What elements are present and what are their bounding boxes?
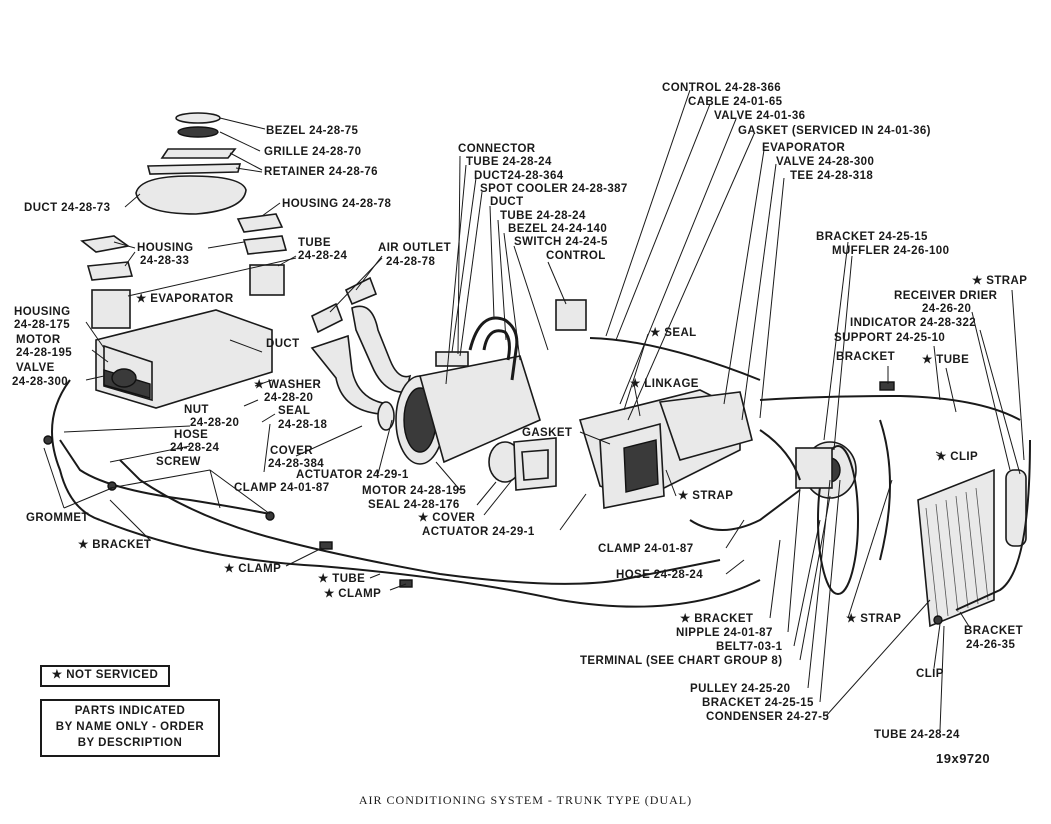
- label-clamp-left: CLAMP 24-01-87: [234, 482, 330, 494]
- label-linkage-star: ★ LINKAGE: [630, 377, 699, 390]
- label-bracket-r3: BRACKET: [964, 625, 1023, 637]
- label-seal-left-num: 24-28-18: [278, 419, 327, 431]
- part-labels: BEZEL 24-28-75 GRILLE 24-28-70 RETAINER …: [12, 82, 1027, 741]
- label-clip-star: ★ CLIP: [936, 450, 978, 463]
- label-retainer: RETAINER 24-28-76: [264, 166, 378, 178]
- label-duct-c2: DUCT: [490, 196, 524, 208]
- label-actuator-mid: ACTUATOR 24-29-1: [296, 469, 409, 481]
- figure-caption: AIR CONDITIONING SYSTEM - TRUNK TYPE (DU…: [358, 793, 693, 807]
- label-cable-top: CABLE 24-01-65: [688, 96, 783, 108]
- label-strap-star-r: ★ STRAP: [972, 274, 1027, 287]
- label-condenser: CONDENSER 24-27-5: [706, 711, 829, 723]
- label-connector: CONNECTOR: [458, 143, 536, 155]
- label-housing-left: HOUSING: [14, 306, 70, 318]
- label-screw: SCREW: [156, 456, 201, 468]
- label-nut: NUT: [184, 404, 209, 416]
- label-hose-left: HOSE: [174, 429, 208, 441]
- label-support: SUPPORT 24-25-10: [834, 332, 945, 344]
- label-bracket-star-b: ★ BRACKET: [680, 612, 753, 625]
- parts-note-line-2: BY NAME ONLY - ORDER: [55, 721, 205, 733]
- not-serviced-legend: ★ NOT SERVICED: [40, 665, 170, 687]
- label-hose-left-num: 24-28-24: [170, 442, 219, 454]
- label-evaporator-left: ★ EVAPORATOR: [136, 292, 234, 305]
- label-bezel: BEZEL 24-28-75: [266, 125, 359, 137]
- label-strap-star-b: ★ STRAP: [846, 612, 901, 625]
- label-clamp-right: CLAMP 24-01-87: [598, 543, 694, 555]
- label-cover-left-num: 24-28-384: [268, 458, 324, 470]
- label-tube-mid-num: 24-28-24: [298, 250, 347, 262]
- label-valve-top: VALVE 24-01-36: [714, 110, 805, 122]
- label-actuator-mid2: ACTUATOR 24-29-1: [422, 526, 535, 538]
- label-air-outlet-num: 24-28-78: [386, 256, 435, 268]
- label-bracket-r2: BRACKET: [836, 351, 895, 363]
- label-valve-left: VALVE: [16, 362, 55, 374]
- label-strap-mid: ★ STRAP: [678, 489, 733, 502]
- label-control-c: CONTROL: [546, 250, 606, 262]
- leader-lines: [43, 89, 1025, 731]
- label-clip-r: CLIP: [916, 668, 944, 680]
- label-clamp-star-1: ★ CLAMP: [224, 562, 281, 575]
- label-duct-mid: DUCT: [266, 338, 300, 350]
- label-tube-c2: TUBE 24-28-24: [500, 210, 586, 222]
- parts-note-line-1: PARTS INDICATED: [74, 705, 186, 717]
- part-illustrations: [43, 112, 1031, 628]
- label-valve-left-num: 24-28-300: [12, 376, 68, 388]
- label-tee-top: TEE 24-28-318: [790, 170, 873, 182]
- label-washer-num: 24-28-20: [264, 392, 313, 404]
- label-tube-c: TUBE 24-28-24: [466, 156, 552, 168]
- label-hose-right: HOSE 24-28-24: [616, 569, 703, 581]
- label-receiver: RECEIVER DRIER: [894, 290, 998, 302]
- label-washer: ★ WASHER: [254, 378, 321, 391]
- label-valve-top2: VALVE 24-28-300: [776, 156, 874, 168]
- label-bracket-r3-num: 24-26-35: [966, 639, 1015, 651]
- label-seal-left: SEAL: [278, 405, 310, 417]
- label-control-top: CONTROL 24-28-366: [662, 82, 781, 94]
- label-spot-cooler: SPOT COOLER 24-28-387: [480, 183, 628, 195]
- label-clamp-star-2: ★ CLAMP: [324, 587, 381, 600]
- label-tube-mid: TUBE: [298, 237, 331, 249]
- label-bracket-r1: BRACKET 24-25-15: [816, 231, 928, 243]
- label-indicator: INDICATOR 24-28-322: [850, 317, 976, 329]
- label-switch-c: SWITCH 24-24-5: [514, 236, 608, 248]
- label-seal-mid: SEAL 24-28-176: [368, 499, 460, 511]
- label-grille: GRILLE 24-28-70: [264, 146, 361, 158]
- label-tube-star: ★ TUBE: [318, 572, 365, 585]
- label-housing-mid-num: 24-28-33: [140, 255, 189, 267]
- parts-indicated-note: PARTS INDICATED BY NAME ONLY - ORDER BY …: [40, 699, 220, 757]
- label-bracket-left: ★ BRACKET: [78, 538, 151, 551]
- not-serviced-text: ★ NOT SERVICED: [51, 669, 159, 681]
- label-tube-star-r: ★ TUBE: [922, 353, 969, 366]
- label-cover-mid: ★ COVER: [418, 511, 475, 524]
- label-motor-left: MOTOR: [16, 334, 61, 346]
- figure-code: 19x9720: [936, 751, 991, 766]
- label-duct-left: DUCT 24-28-73: [24, 202, 110, 214]
- label-housing-top: HOUSING 24-28-78: [282, 198, 392, 210]
- label-belt: BELT7-03-1: [716, 641, 783, 653]
- label-motor-left-num: 24-28-195: [16, 347, 72, 359]
- label-muffler: MUFFLER 24-26-100: [832, 245, 949, 257]
- label-duct-c: DUCT24-28-364: [474, 170, 564, 182]
- label-receiver-num: 24-26-20: [922, 303, 971, 315]
- label-housing-mid: HOUSING: [137, 242, 193, 254]
- label-evaporator-top: EVAPORATOR: [762, 142, 846, 154]
- label-air-outlet: AIR OUTLET: [378, 242, 451, 254]
- label-tube-r: TUBE 24-28-24: [874, 729, 960, 741]
- parts-note-line-3: BY DESCRIPTION: [77, 737, 183, 749]
- label-gasket-mid: GASKET: [522, 427, 572, 439]
- label-cover-left: COVER: [270, 445, 313, 457]
- label-gasket-top: GASKET (SERVICED IN 24-01-36): [738, 125, 931, 137]
- label-grommet: GROMMET: [26, 512, 89, 524]
- label-nipple: NIPPLE 24-01-87: [676, 627, 773, 639]
- label-bezel-c: BEZEL 24-24-140: [508, 223, 607, 235]
- label-pulley: PULLEY 24-25-20: [690, 683, 790, 695]
- label-terminal: TERMINAL (SEE CHART GROUP 8): [580, 655, 782, 667]
- label-bracket-b2: BRACKET 24-25-15: [702, 697, 814, 709]
- label-seal-star: ★ SEAL: [650, 326, 697, 339]
- label-nut-num: 24-28-20: [190, 417, 239, 429]
- label-motor-mid: MOTOR 24-28-195: [362, 485, 466, 497]
- label-housing-left-num: 24-28-175: [14, 319, 70, 331]
